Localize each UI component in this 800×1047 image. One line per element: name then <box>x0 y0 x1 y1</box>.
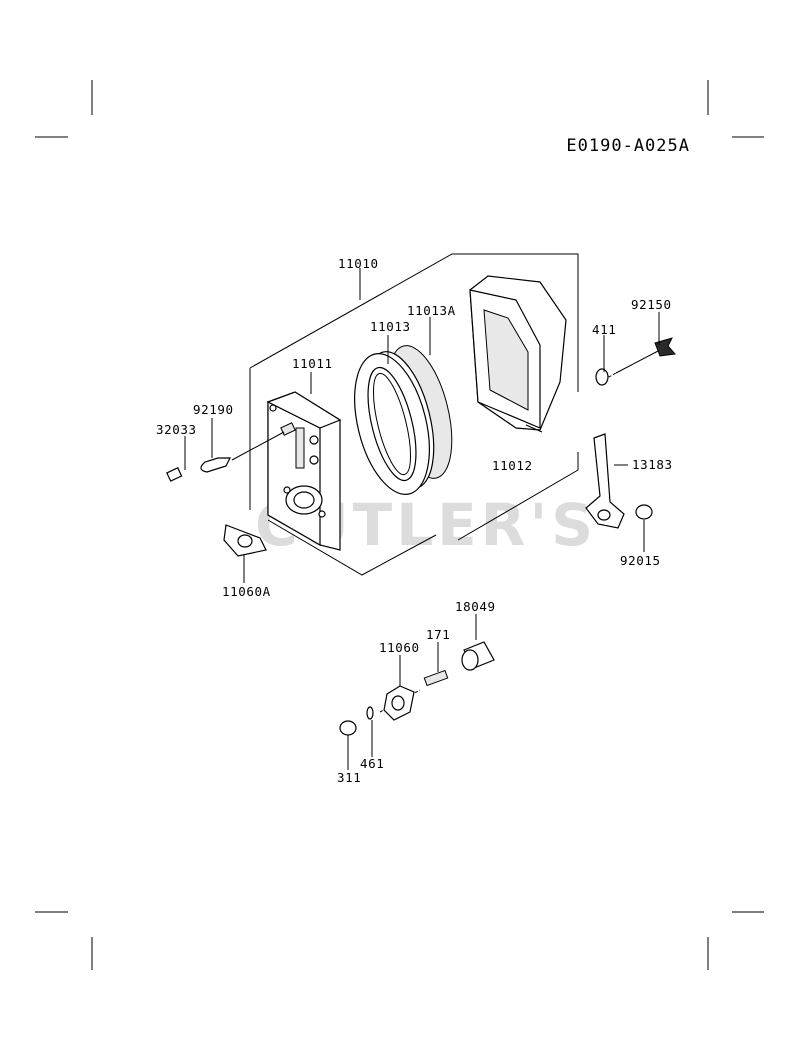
callout-18049: 18049 <box>455 599 496 614</box>
callout-92150: 92150 <box>631 297 672 312</box>
callout-11013: 11013 <box>370 319 411 334</box>
base-plate-11011 <box>266 391 342 551</box>
filter-element-11013 <box>354 345 453 495</box>
ring-461 <box>366 706 374 720</box>
callout-411: 411 <box>592 322 616 337</box>
callout-11013A: 11013A <box>407 303 456 318</box>
callout-labels: 11010 11013A 11013 11011 92150 411 92190… <box>156 256 673 785</box>
diagram-code: E0190-A025A <box>566 136 690 156</box>
assembly-outline <box>249 253 579 576</box>
hose-92190 <box>200 457 231 473</box>
callout-11010: 11010 <box>338 256 379 271</box>
callout-92190: 92190 <box>193 402 234 417</box>
gasket-11060 <box>383 685 415 721</box>
collar-18049 <box>461 641 495 671</box>
washer-411 <box>595 368 609 386</box>
callout-11011: 11011 <box>292 356 333 371</box>
callout-92015: 92015 <box>620 553 661 568</box>
nut-92015 <box>635 504 653 520</box>
crop-marks <box>35 80 764 970</box>
callout-11060: 11060 <box>379 640 420 655</box>
callout-311: 311 <box>337 770 361 785</box>
nut-311 <box>339 720 357 736</box>
stud-171 <box>423 669 449 687</box>
wing-bolt-92150 <box>599 337 676 383</box>
fitting-32033 <box>166 467 183 482</box>
callout-13183: 13183 <box>632 457 673 472</box>
callout-11012: 11012 <box>492 458 533 473</box>
callout-32033: 32033 <box>156 422 197 437</box>
cover-11012 <box>469 275 567 431</box>
gasket-11060A <box>223 524 267 557</box>
bracket-13183 <box>585 433 625 529</box>
callout-461: 461 <box>360 756 384 771</box>
callout-171: 171 <box>426 627 450 642</box>
callout-11060A: 11060A <box>222 584 271 599</box>
